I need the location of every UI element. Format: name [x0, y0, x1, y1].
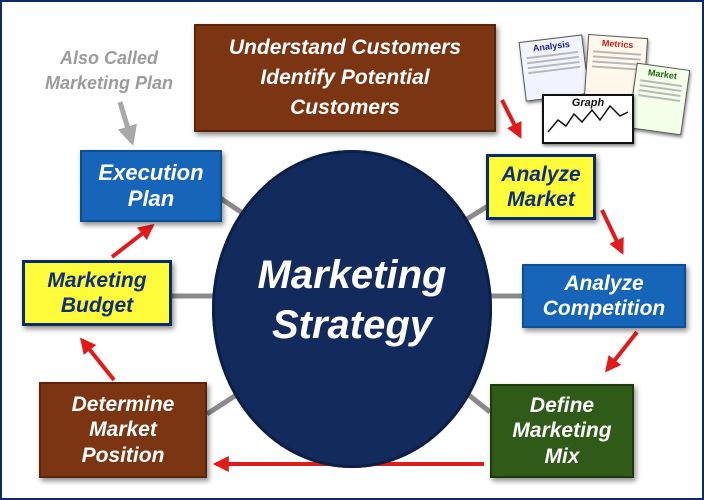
- center-ellipse: [212, 150, 492, 468]
- center-title: Marketing Strategy: [212, 250, 492, 350]
- define-mix-line3: Mix: [544, 444, 580, 468]
- also-called-note: Also Called Marketing Plan: [24, 46, 194, 96]
- arrow-to-execution: [110, 224, 155, 259]
- marketing-budget-line1: Marketing: [47, 268, 147, 292]
- define-marketing-mix-box: Define Marketing Mix: [490, 384, 634, 478]
- arrow-to-competition: [600, 209, 624, 255]
- center-title-line1: Marketing: [257, 253, 447, 297]
- understand-customers-line1: Understand Customers: [228, 36, 462, 59]
- analyze-market-line1: Analyze: [501, 162, 581, 186]
- arrow-to-mix: [605, 330, 639, 373]
- execution-plan-line1: Execution: [98, 159, 204, 185]
- market-position-line2: Market: [89, 418, 157, 442]
- market-card: Market: [627, 62, 691, 136]
- metrics-card-line: [591, 65, 641, 71]
- also-called-line1: Also Called: [59, 48, 159, 68]
- marketing-budget-box: Marketing Budget: [22, 260, 172, 326]
- metrics-card-title: Metrics: [601, 37, 634, 51]
- define-mix-line1: Define: [529, 394, 595, 418]
- analyze-competition-box: Analyze Competition: [522, 264, 686, 328]
- analyze-competition-line2: Competition: [542, 297, 666, 320]
- center-title-line2: Strategy: [271, 303, 433, 347]
- arrow-to-analyze-market: [500, 99, 522, 139]
- analyze-competition-line1: Analyze: [564, 271, 644, 295]
- understand-customers-line3: Customers: [290, 96, 400, 119]
- market-position-box: Determine Market Position: [39, 382, 207, 478]
- marketing-budget-line2: Budget: [60, 294, 134, 317]
- execution-plan-line2: Plan: [127, 186, 175, 211]
- market-position-line1: Determine: [71, 393, 175, 417]
- graph-card-title: Graph: [571, 97, 605, 109]
- execution-plan-box: Execution Plan: [80, 150, 222, 222]
- graph-card: Graph: [542, 94, 634, 144]
- understand-customers-line2: Identify Potential: [260, 66, 430, 89]
- define-mix-line2: Marketing: [512, 419, 612, 443]
- also-called-arrow: [117, 101, 137, 146]
- analyze-market-box: Analyze Market: [486, 154, 596, 220]
- analyze-market-line2: Market: [507, 188, 575, 211]
- understand-customers-box: Understand Customers Identify Potential …: [194, 24, 496, 132]
- market-position-line3: Position: [81, 443, 165, 467]
- also-called-line2: Marketing Plan: [44, 73, 174, 93]
- graph-line-icon: [547, 104, 629, 133]
- analysis-card: Analysis: [518, 34, 590, 102]
- arrow-to-budget: [80, 337, 116, 382]
